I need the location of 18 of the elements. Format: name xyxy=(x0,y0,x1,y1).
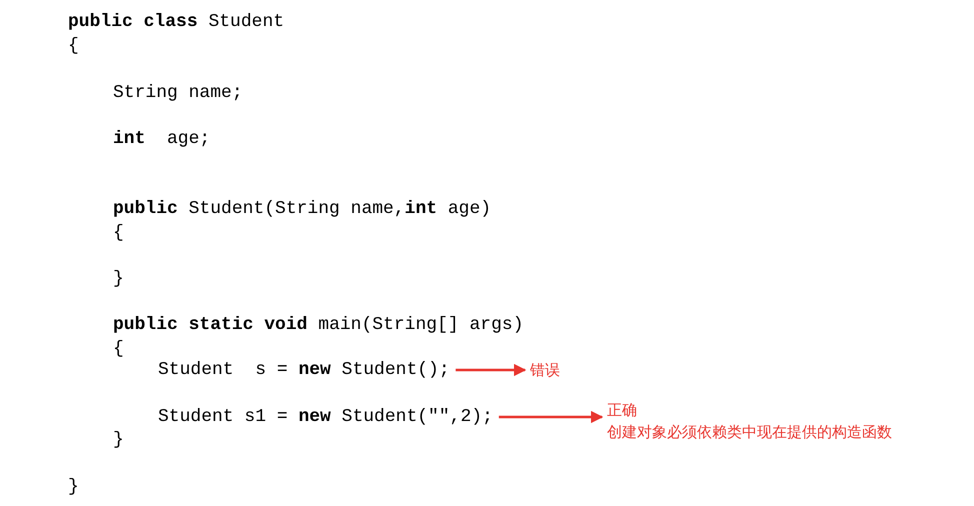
code-line: String name; xyxy=(113,82,243,104)
code-line: { xyxy=(68,35,79,57)
code-line: public Student(String name,int age) xyxy=(113,198,492,220)
code-line: Student s1 = new Student("",2); xyxy=(158,406,493,428)
code-line: } xyxy=(68,476,79,498)
code-line: public static void main(String[] args) xyxy=(113,314,524,336)
annotation-text: 正确 xyxy=(607,400,638,421)
code-line: int age; xyxy=(113,128,210,150)
code-line: public class Student xyxy=(68,11,284,33)
code-line: Student s = new Student(); xyxy=(158,359,450,381)
code-line: } xyxy=(113,429,124,451)
code-line: { xyxy=(113,222,124,244)
code-line: { xyxy=(113,338,124,360)
annotation-text: 错误 xyxy=(530,360,560,381)
annotation-text: 创建对象必须依赖类中现在提供的构造函数 xyxy=(607,422,892,443)
code-line: } xyxy=(113,268,124,290)
arrow xyxy=(456,364,526,376)
arrow xyxy=(498,410,604,424)
